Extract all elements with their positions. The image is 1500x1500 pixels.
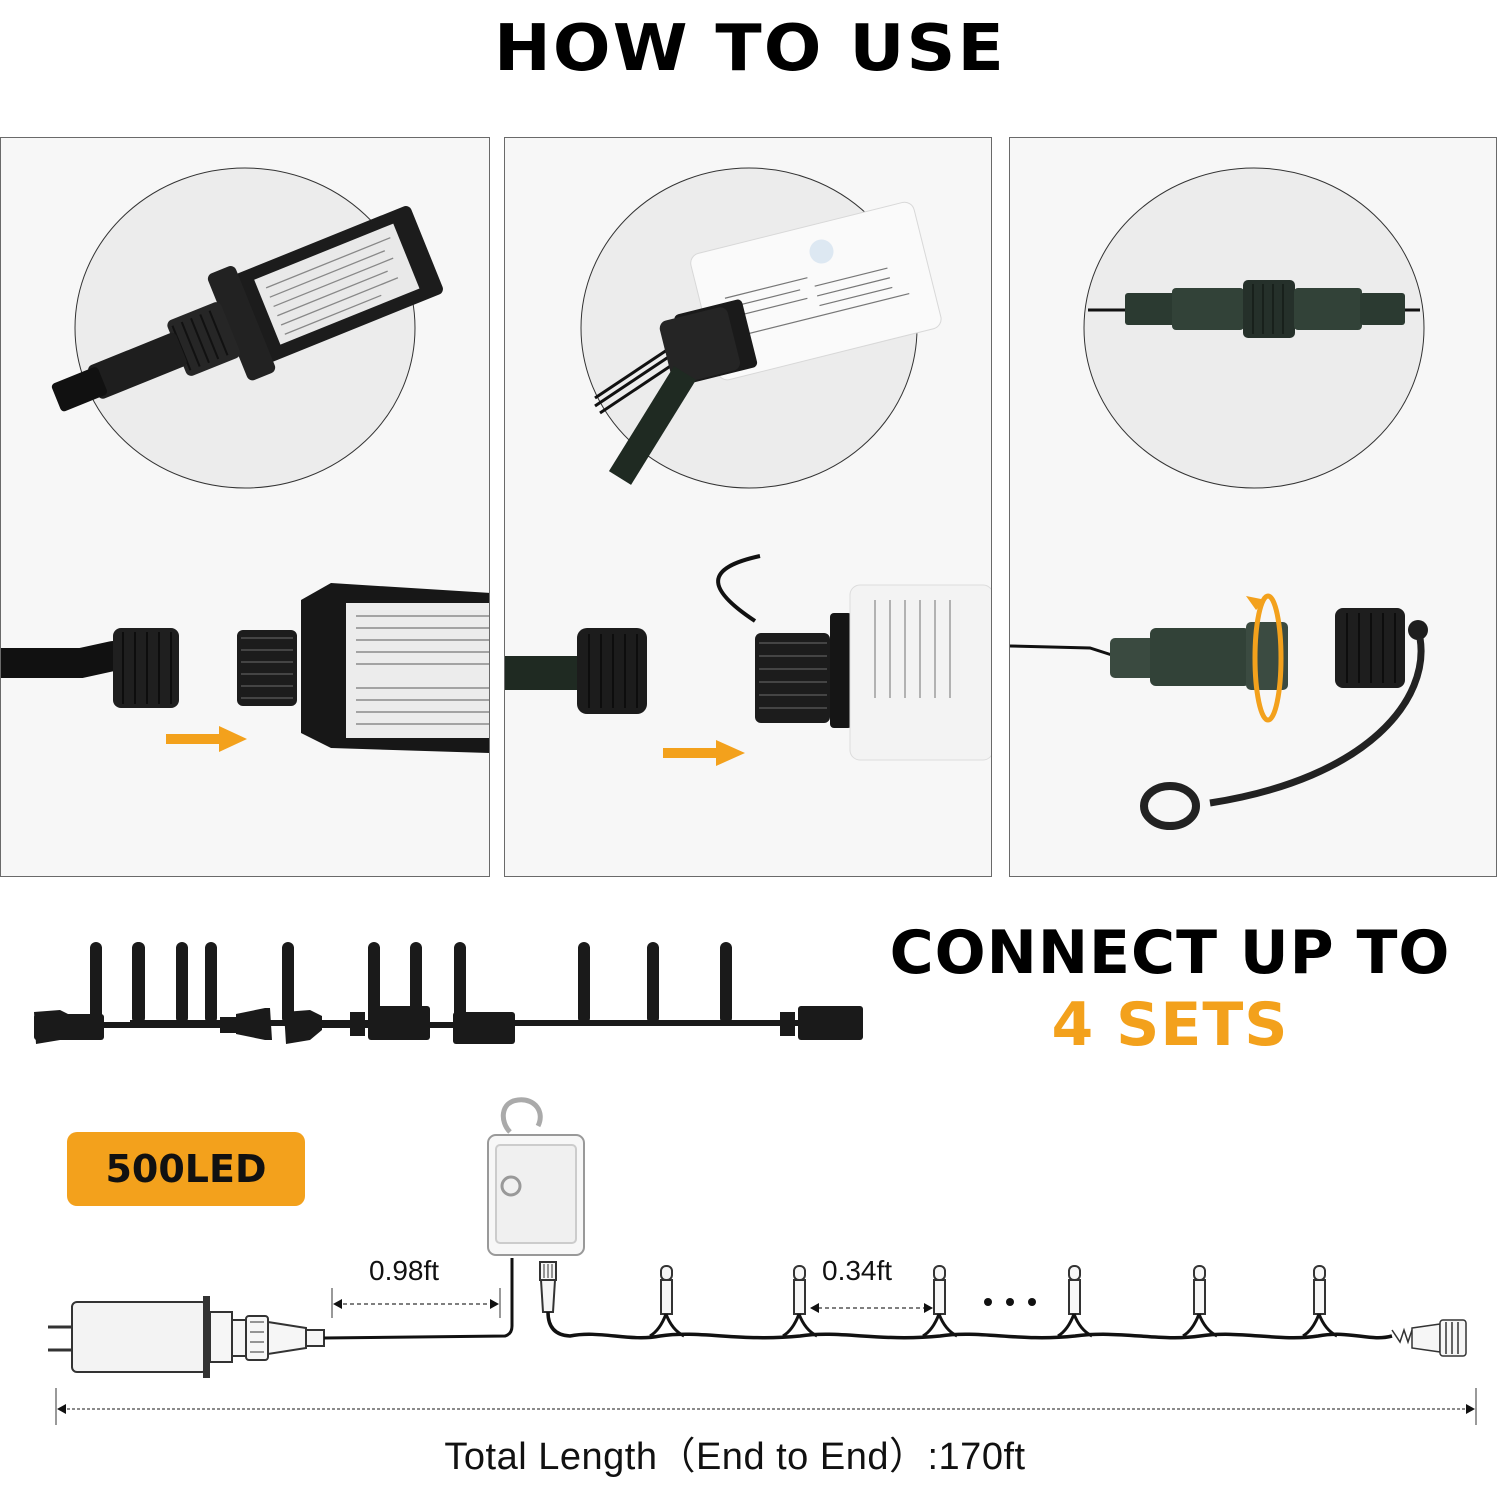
total-length-label: Total Length（End to End）:170ft (444, 1436, 1026, 1478)
end-connector-icon (1391, 1319, 1467, 1357)
step-1-panel (0, 137, 490, 877)
led-spacing-label: 0.34ft (822, 1255, 893, 1286)
rotate-icon (1246, 593, 1284, 723)
controller-box-icon (487, 1097, 585, 1256)
step-3-panel (1009, 137, 1497, 877)
power-plug-icon (48, 1296, 325, 1378)
page-title: HOW TO USE (494, 12, 1006, 86)
lead-length-label: 0.98ft (369, 1255, 440, 1286)
end-connector-illustration (1010, 167, 1428, 830)
arrow-right-icon (663, 740, 745, 766)
controller-illustration (505, 167, 991, 766)
led-count-badge: 500LED (67, 1132, 305, 1206)
string-sets-illustration (34, 942, 863, 1044)
step-2-panel (504, 137, 992, 877)
wiring-diagram (48, 1097, 1477, 1425)
connect-heading: CONNECT UP TO (889, 918, 1451, 988)
led-bulb-icons (660, 1265, 1326, 1315)
arrow-right-icon (166, 726, 247, 752)
power-adapter-illustration (1, 167, 489, 753)
connect-sets-count: 4 SETS (1051, 990, 1289, 1060)
